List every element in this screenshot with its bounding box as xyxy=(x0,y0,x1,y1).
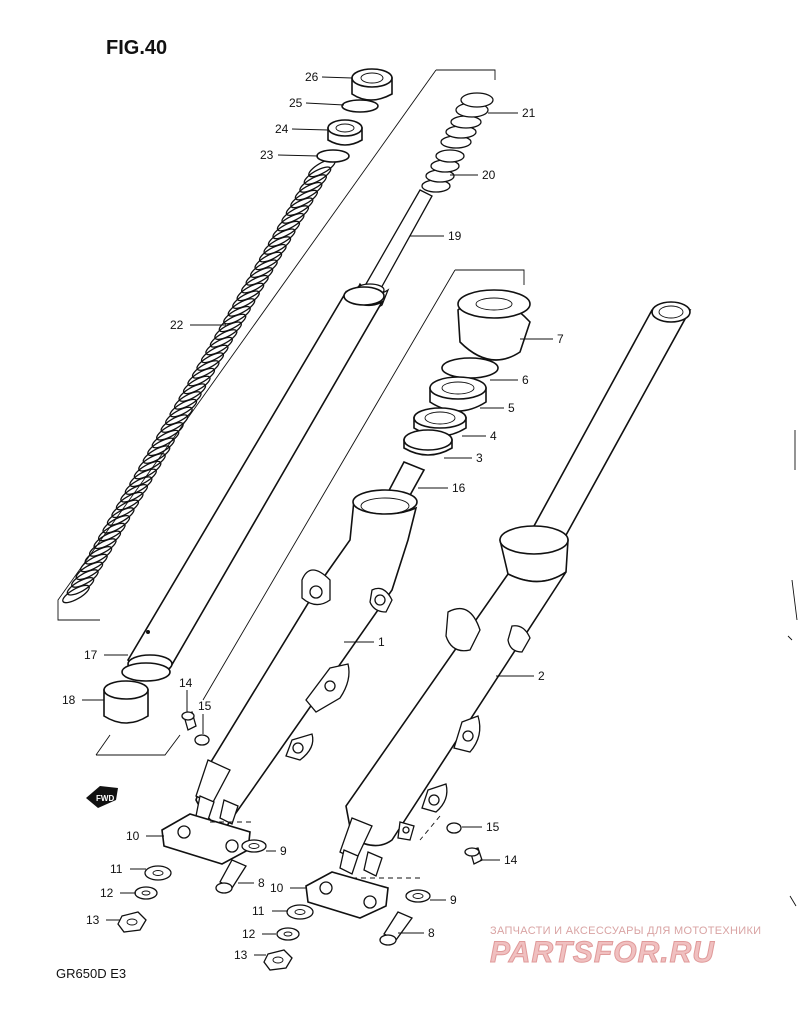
stopper-ring xyxy=(441,357,499,379)
drain-bolt-left xyxy=(181,711,210,746)
drain-bolt-right xyxy=(446,822,483,865)
callout-13-right: 13 xyxy=(234,948,248,962)
callout-2: 2 xyxy=(538,669,545,683)
callout-11-right: 11 xyxy=(252,904,265,918)
callout-19: 19 xyxy=(448,229,462,243)
hardware-right xyxy=(263,889,431,971)
spring-group-bracket xyxy=(57,69,496,621)
callout-3: 3 xyxy=(476,451,483,465)
callout-11-left: 11 xyxy=(110,862,123,876)
watermark-brand: PARTSFOR.RU xyxy=(490,936,715,969)
callout-6: 6 xyxy=(522,373,529,387)
oil-seal xyxy=(429,376,487,412)
hardware-left xyxy=(117,839,267,933)
callout-18: 18 xyxy=(62,693,76,707)
watermark: ЗАПЧАСТИ И АКСЕССУАРЫ ДЛЯ МОТОТЕХНИКИ PA… xyxy=(490,925,762,970)
left-outer-tube xyxy=(195,489,418,832)
callout-14-right: 14 xyxy=(504,853,518,867)
figure-title: FIG.40 xyxy=(106,37,167,59)
axle-holder-left xyxy=(161,813,251,865)
guide-bushing xyxy=(403,429,453,456)
oil-lock-piece xyxy=(103,680,149,724)
callout-9-left: 9 xyxy=(280,844,287,858)
callout-12-left: 12 xyxy=(100,886,114,900)
rod-piston-rings xyxy=(421,149,465,193)
callout-25: 25 xyxy=(289,96,303,110)
callout-10-left: 10 xyxy=(126,829,140,843)
slide-bushing xyxy=(121,662,171,682)
callout-20: 20 xyxy=(482,168,496,182)
callout-5: 5 xyxy=(508,401,515,415)
spring-coil xyxy=(62,584,90,604)
model-code: GR650D E3 xyxy=(56,966,126,981)
cap-bolt xyxy=(351,68,393,101)
fork-spring xyxy=(62,158,336,604)
spring-washer xyxy=(316,149,350,163)
callout-17: 17 xyxy=(84,648,98,662)
callout-13-left: 13 xyxy=(86,913,100,927)
right-inner-tube xyxy=(520,301,692,555)
callout-24: 24 xyxy=(275,122,289,136)
callout-15-left: 15 xyxy=(198,699,212,713)
callout-4: 4 xyxy=(490,429,497,443)
watermark-tagline: ЗАПЧАСТИ И АКСЕССУАРЫ ДЛЯ МОТОТЕХНИКИ xyxy=(490,925,761,937)
callout-10-right: 10 xyxy=(270,881,284,895)
callout-16: 16 xyxy=(452,481,466,495)
callout-7: 7 xyxy=(557,332,564,346)
rebound-spring xyxy=(440,92,494,149)
callout-labels: 26 25 24 23 22 21 20 19 7 6 5 4 3 16 1 2… xyxy=(62,70,564,962)
inner-group-bracket xyxy=(95,734,181,756)
o-ring xyxy=(341,99,379,113)
callout-12-right: 12 xyxy=(242,927,256,941)
outer-tube-bracket xyxy=(202,269,525,701)
callout-9-right: 9 xyxy=(450,893,457,907)
callout-14-left: 14 xyxy=(179,676,193,690)
callout-22: 22 xyxy=(170,318,184,332)
edge-marks xyxy=(787,430,798,907)
callout-15-right: 15 xyxy=(486,820,500,834)
callout-8-right: 8 xyxy=(428,926,435,940)
svg-text:FWD: FWD xyxy=(96,794,114,803)
forward-arrow: FWD xyxy=(86,786,118,808)
spring-spacer xyxy=(327,119,363,146)
callout-26: 26 xyxy=(305,70,319,84)
axle-holder-right xyxy=(305,871,389,919)
right-outer-tube xyxy=(339,525,569,877)
callout-23: 23 xyxy=(260,148,274,162)
dust-seal xyxy=(457,289,531,361)
callout-1: 1 xyxy=(378,635,385,649)
callout-8-left: 8 xyxy=(258,876,265,890)
callout-21: 21 xyxy=(522,106,536,120)
leader-lines xyxy=(82,76,553,956)
